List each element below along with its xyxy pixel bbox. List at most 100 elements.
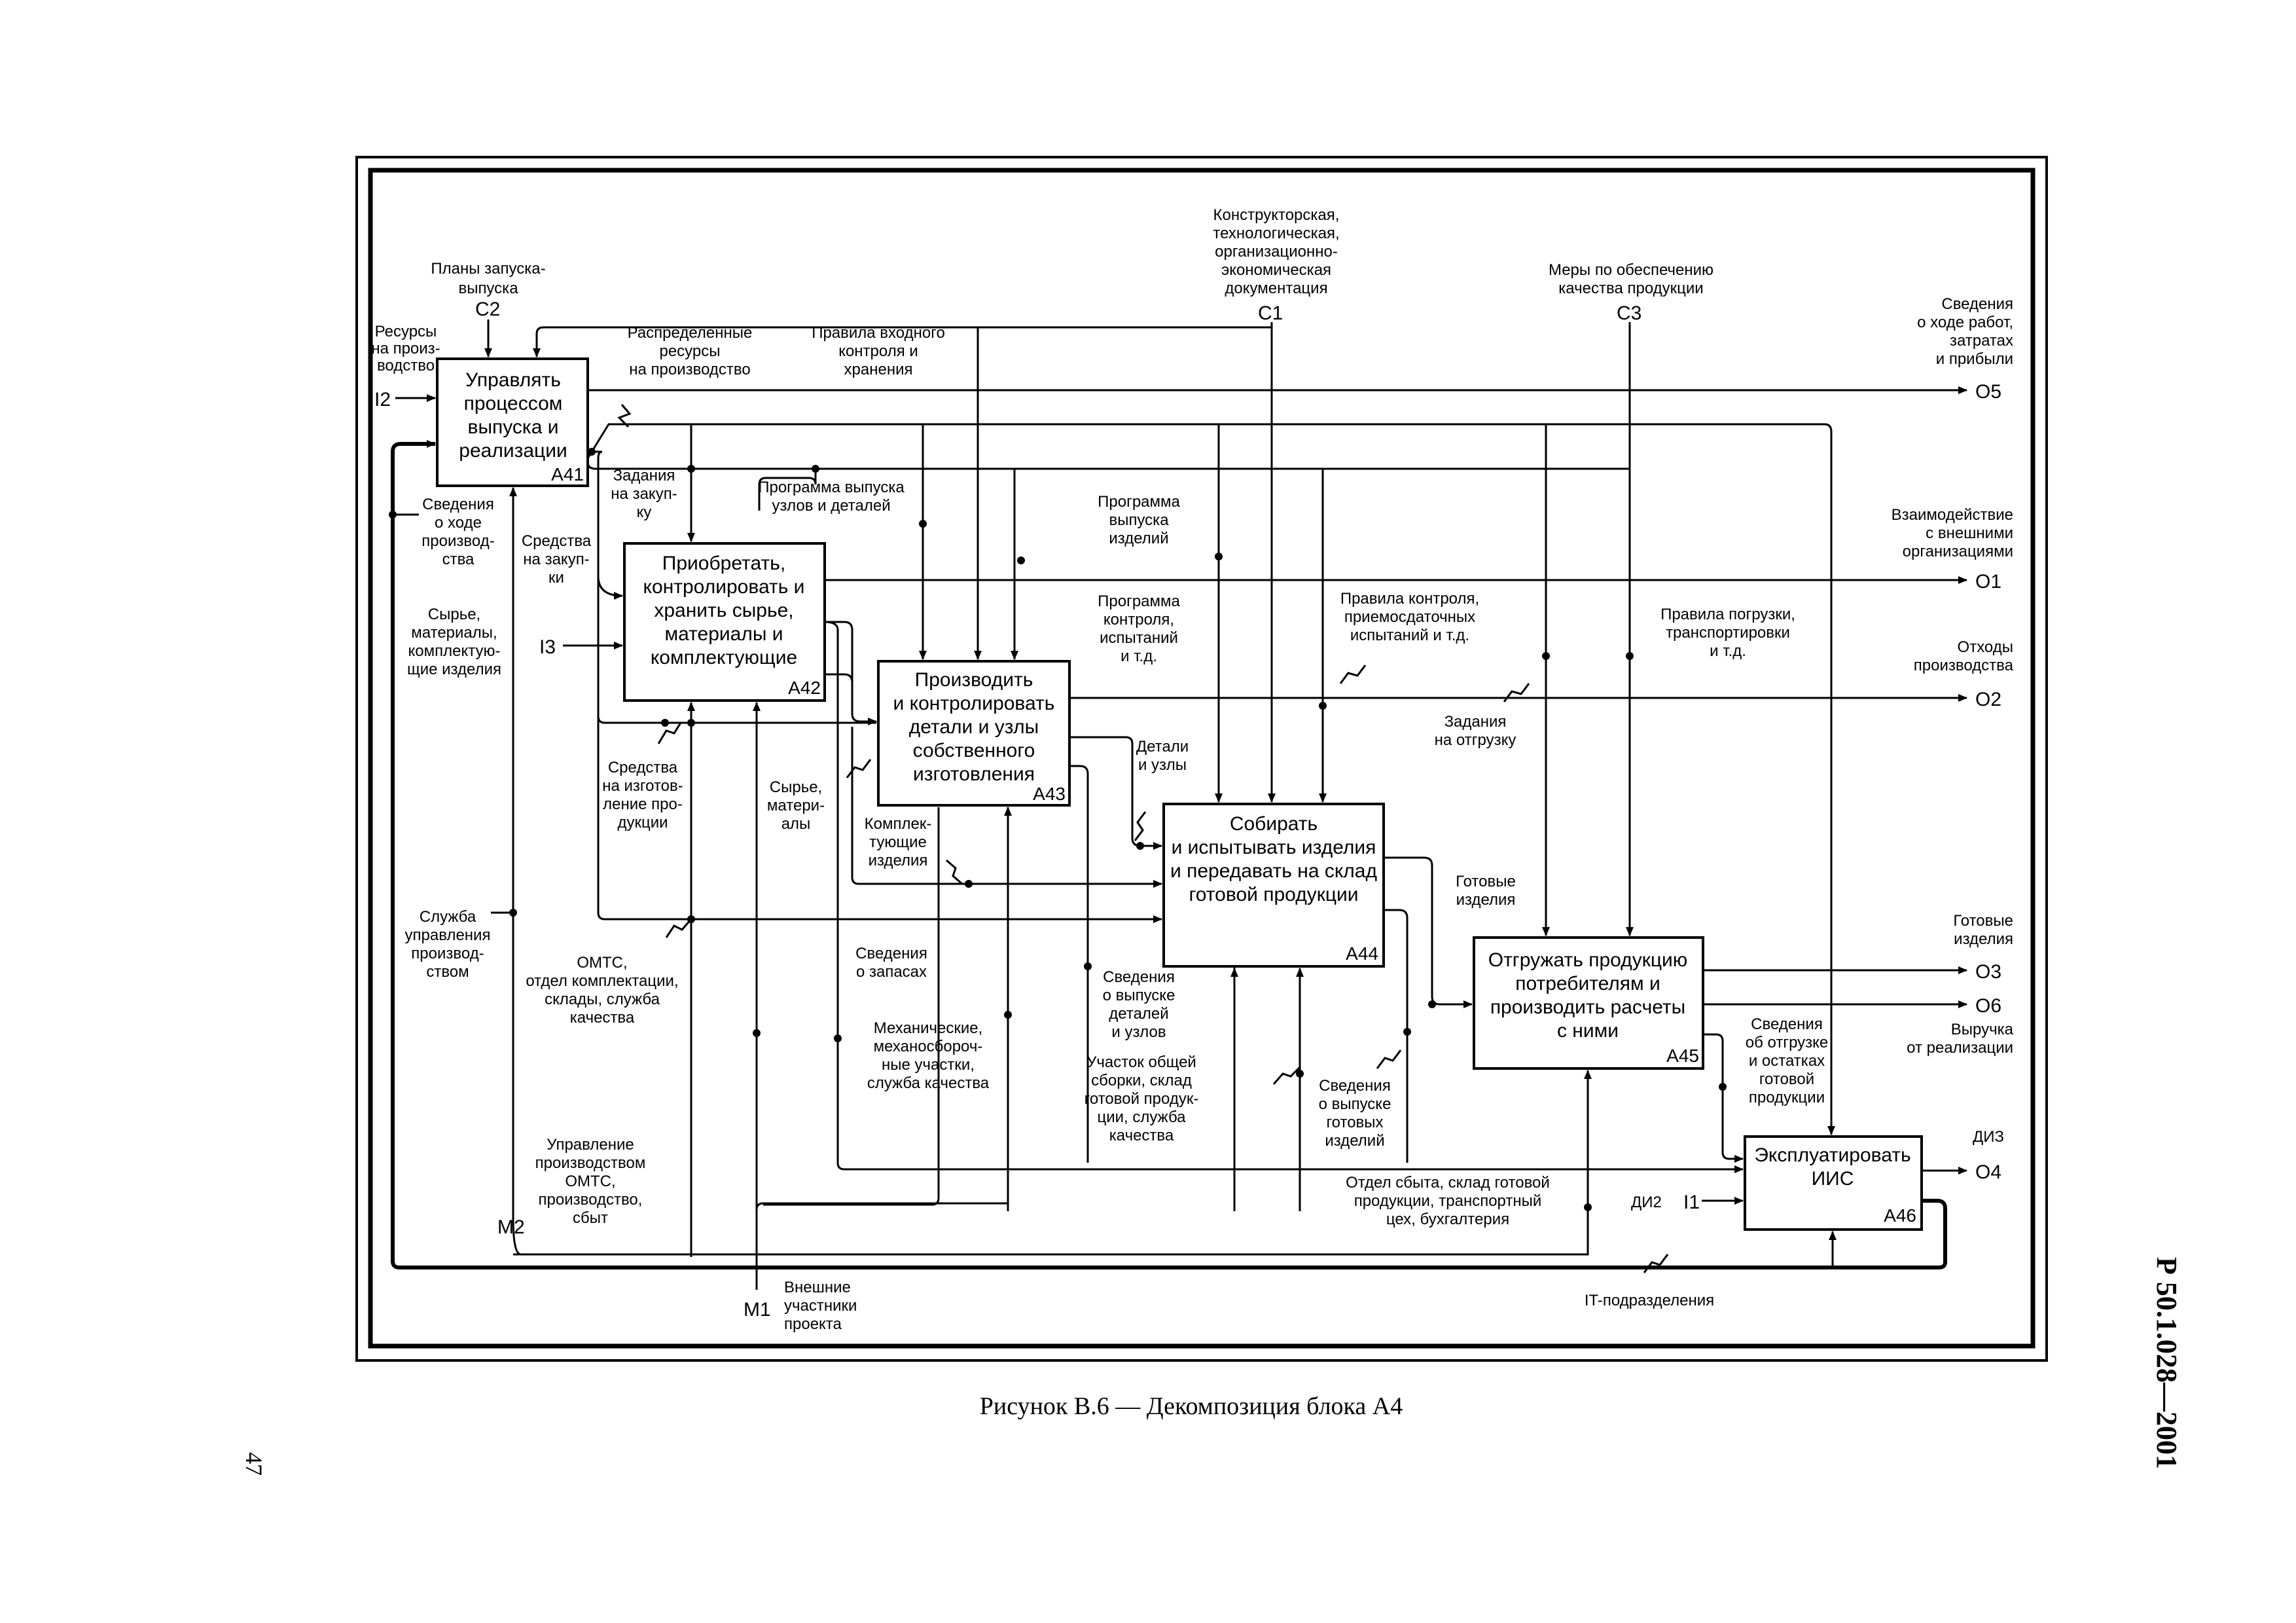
code-i3: I3 [539, 636, 556, 658]
label-input-rules-1: Правила входного [812, 324, 945, 342]
label-mgmt-service-4: ством [426, 963, 469, 981]
label-components-1: Комплек- [865, 815, 932, 833]
label-output-info-3: деталей [1109, 1005, 1168, 1023]
label-production-info-1: Сведения [422, 496, 494, 513]
code-o2: O2 [1975, 689, 2001, 710]
label-output-info-2: о выпуске [1103, 987, 1175, 1004]
box-a44-number: А44 [1346, 943, 1378, 964]
label-program-units-2: узлов и деталей [772, 497, 890, 515]
label-m2-1: Управление [547, 1136, 634, 1154]
io-codes: C2 C1 C3 I2 I3 I1 O5 O1 O2 O3 O6 O4 M1 M… [374, 299, 2004, 1321]
label-rules-loading-3: и т.д. [1710, 642, 1746, 660]
arrow-labels: Планы запуска- выпуска Конструкторская, … [371, 206, 2013, 1333]
label-omts-2: отдел комплектации, [526, 972, 678, 990]
box-a41[interactable]: Управлять процессом выпуска и реализации… [436, 357, 589, 487]
box-a45-title-2: потребителям и [1515, 973, 1660, 994]
inner-frame [368, 168, 2036, 1349]
box-a43-title-1: Производить [915, 669, 1033, 691]
label-program-products-2: выпуска [1109, 511, 1169, 529]
label-program-products-3: изделий [1109, 530, 1168, 547]
label-c2-1: Планы запуска- [431, 260, 545, 278]
code-m2: M2 [497, 1216, 525, 1238]
label-o1-2: с внешними [1926, 524, 2013, 542]
label-raw2-3: алы [781, 815, 811, 833]
code-c2: C2 [475, 299, 500, 320]
label-mgmt-service-2: управления [405, 926, 491, 944]
label-mgmt-service-3: производ- [411, 945, 484, 962]
box-a44-title-3: и передавать на склад [1170, 860, 1377, 882]
box-a45[interactable]: Отгружать продукцию потребителям и произ… [1473, 936, 1704, 1070]
code-i2: I2 [374, 389, 391, 410]
box-a42[interactable]: Приобретать, контролировать и хранить сы… [623, 542, 826, 702]
label-m2-5: сбыт [573, 1209, 608, 1227]
label-funds-make-3: ление про- [603, 795, 683, 813]
label-output-info-4: и узлов [1111, 1023, 1166, 1041]
label-finished-1: Готовые [1456, 873, 1516, 890]
label-i2-2: на произ- [371, 340, 440, 357]
label-components-3: изделия [869, 852, 928, 869]
label-program-units-1: Программа выпуска [758, 479, 905, 496]
label-ship-info-2: об отгрузке [1746, 1034, 1829, 1051]
box-a46-number: А46 [1884, 1205, 1916, 1226]
label-assembly-1: Участок общей [1086, 1053, 1196, 1071]
label-program-control-1: Программа [1098, 593, 1180, 610]
label-sales-2: продукции, транспортный [1354, 1192, 1542, 1210]
label-mech-2: механосбороч- [874, 1038, 983, 1055]
label-c1-4: экономическая [1221, 261, 1331, 279]
box-a46[interactable]: Эксплуатировать ИИС А46 [1744, 1135, 1923, 1231]
box-a44-title-1: Собирать [1230, 813, 1318, 835]
label-funds-purchase-2: на закуп- [523, 551, 589, 568]
label-i2-1: Ресурсы [375, 323, 437, 340]
label-omts-3: склады, служба [545, 991, 660, 1008]
label-program-control-2: контроля, [1103, 611, 1174, 629]
label-it-1: IT-подразделения [1585, 1292, 1714, 1309]
label-funds-purchase-1: Средства [522, 532, 592, 550]
label-raw-2: материалы, [411, 624, 497, 642]
label-raw-3: комплектую- [408, 642, 501, 660]
label-funds-make-4: дукции [617, 814, 668, 831]
label-tasks-purchase-2: на закуп- [611, 485, 677, 503]
box-a41-title-3: выпуска и [468, 416, 559, 438]
label-o1-1: Взаимодействие [1892, 506, 2013, 524]
document-code: Р 50.1.028—2001 [2151, 1257, 2183, 1469]
box-a43-number: А43 [1033, 784, 1066, 804]
label-rules-control-3: испытаний и т.д. [1350, 627, 1469, 644]
label-finished-output-info-2: о выпуске [1319, 1095, 1391, 1113]
label-input-rules-3: хранения [844, 361, 913, 378]
label-o3-1: Готовые [1953, 912, 2013, 930]
label-tasks-ship-2: на отгрузку [1435, 731, 1516, 749]
box-a42-number: А42 [788, 678, 821, 698]
code-o3: O3 [1975, 961, 2001, 983]
label-production-info-3: производ- [422, 532, 494, 550]
code-o1: O1 [1975, 571, 2001, 593]
label-rules-loading-1: Правила погрузки, [1660, 606, 1795, 623]
label-tasks-ship-1: Задания [1444, 713, 1507, 731]
label-stock-info-1: Сведения [855, 945, 927, 962]
box-a41-title-4: реализации [459, 440, 567, 462]
arrow-lines [391, 319, 1967, 1290]
page-number: 47 [241, 1452, 267, 1476]
label-rules-control-2: приемосдаточных [1344, 608, 1475, 626]
label-o3-2: изделия [1954, 930, 2013, 948]
box-a43[interactable]: Производить и контролировать детали и уз… [877, 660, 1071, 807]
box-a42-title-2: контролировать и [643, 576, 805, 598]
box-a43-title-5: изготовления [913, 763, 1035, 785]
label-sales-3: цех, бухгалтерия [1386, 1211, 1509, 1228]
label-c2-2: выпуска [458, 280, 518, 297]
box-a44[interactable]: Собирать и испытывать изделия и передава… [1162, 803, 1385, 968]
label-distributed-1: Распределенные [628, 324, 753, 342]
box-a44-title-2: и испытывать изделия [1172, 837, 1376, 858]
label-m1-3: проекта [784, 1315, 842, 1333]
label-mech-4: служба качества [867, 1074, 990, 1092]
label-c1-5: документация [1225, 280, 1327, 297]
label-o1-3: организациями [1903, 543, 2013, 560]
outer-frame [355, 156, 2048, 1362]
box-a42-title-3: хранить сырье, [654, 600, 793, 621]
label-raw-1: Сырье, [428, 606, 480, 623]
box-a43-title-3: детали и узлы [909, 716, 1039, 738]
label-funds-purchase-3: ки [548, 569, 564, 587]
box-a41-number: А41 [551, 464, 584, 484]
label-assembly-3: готовой продук- [1085, 1090, 1199, 1108]
label-ship-info-4: готовой [1759, 1070, 1814, 1088]
box-a45-title-3: производить расчеты [1490, 996, 1685, 1018]
